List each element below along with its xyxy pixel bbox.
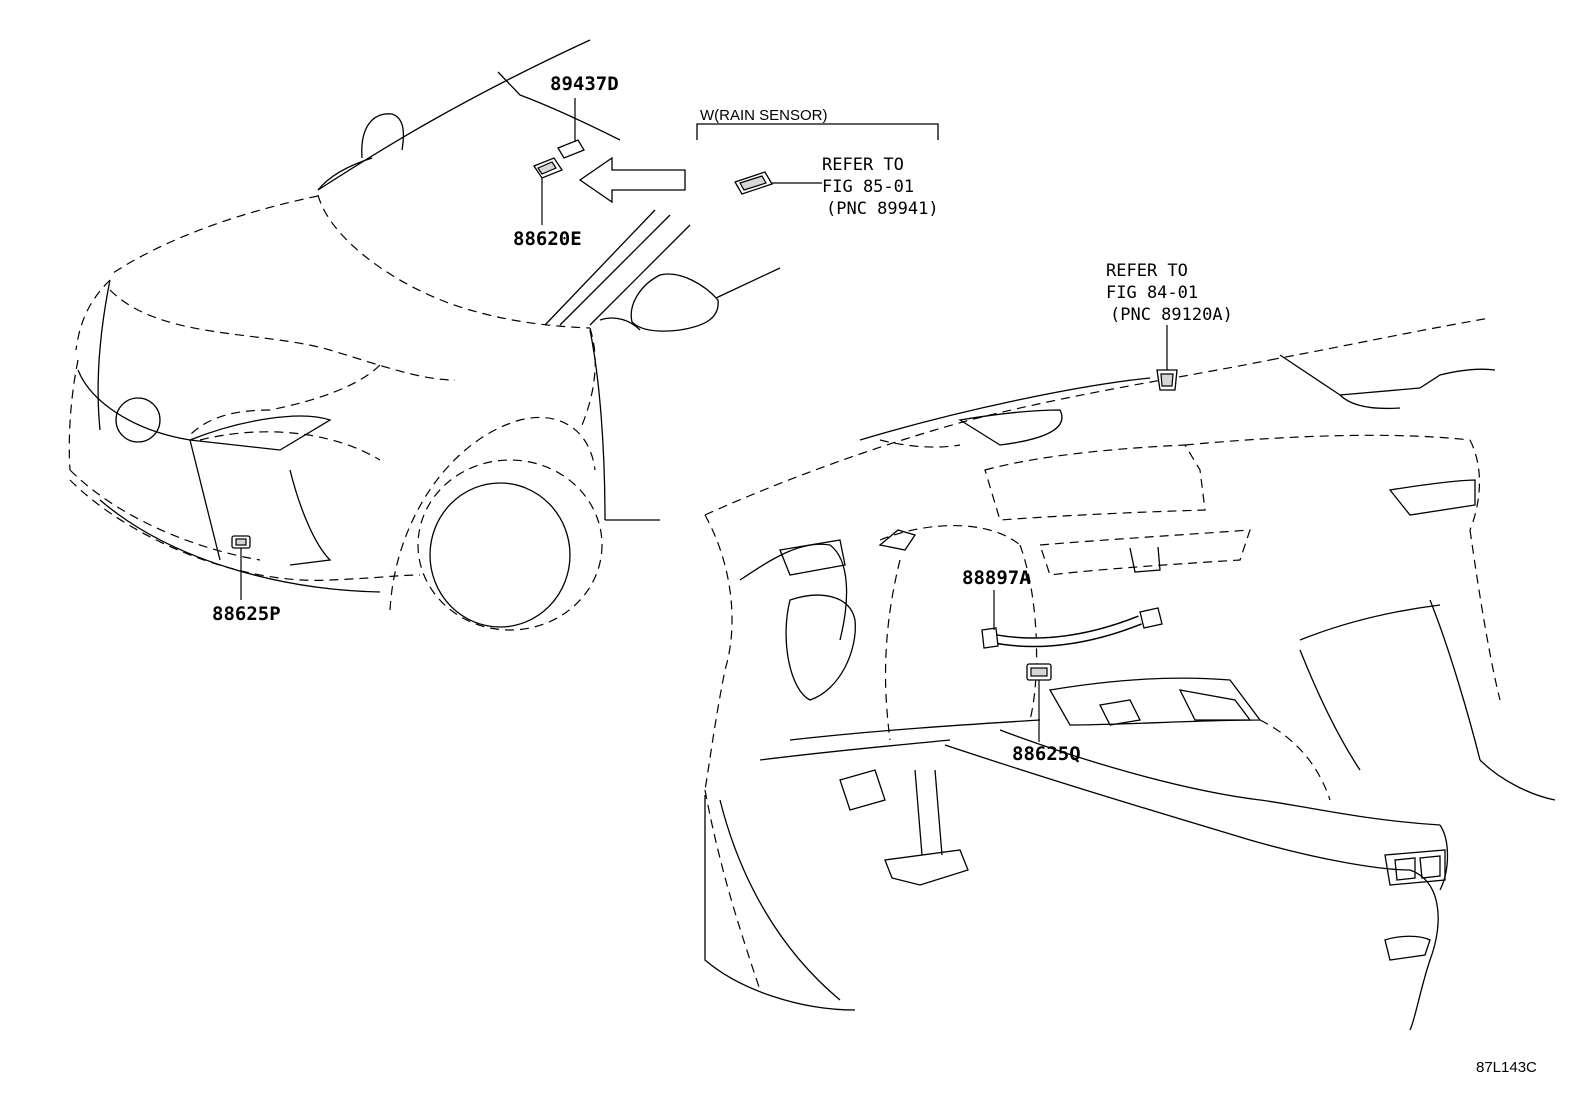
- label-88897a: 88897A: [962, 567, 1031, 589]
- car-exterior-illustration: [68, 39, 781, 631]
- label-88625p: 88625P: [212, 603, 281, 625]
- rain-sensor-group: [696, 123, 939, 195]
- rain-sensor-caption: W(RAIN SENSOR): [700, 107, 828, 124]
- part-89437d-shape: [557, 139, 585, 159]
- rain-sensor-refer-line3: (PNC 89941): [826, 199, 939, 219]
- dash-refer-line2: FIG 84-01: [1106, 283, 1198, 303]
- dash-refer-line3: (PNC 89120A): [1110, 305, 1233, 325]
- windshield-sensor-parts: [533, 98, 585, 225]
- label-88625q: 88625Q: [1012, 743, 1081, 765]
- rain-sensor-refer-line1: REFER TO: [822, 155, 904, 175]
- dash-refer-line1: REFER TO: [1106, 261, 1188, 281]
- dashboard-interior-illustration: [704, 317, 1556, 1031]
- figure-code: 87L143C: [1476, 1059, 1537, 1076]
- view-arrow: [578, 156, 686, 204]
- label-88620e: 88620E: [513, 228, 582, 250]
- label-89437d: 89437D: [550, 73, 619, 95]
- rain-sensor-refer-line2: FIG 85-01: [822, 177, 914, 197]
